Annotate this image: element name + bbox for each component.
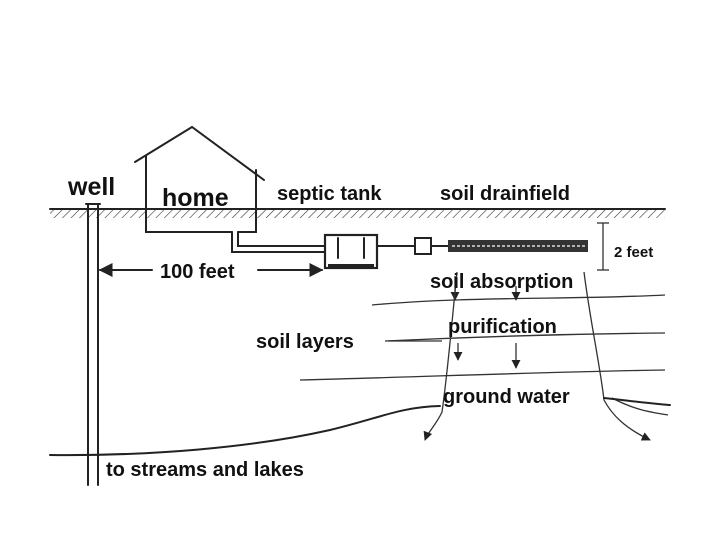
distance-label: 100 feet [160, 261, 235, 283]
drain-pipe [231, 231, 326, 253]
ground-water-table [49, 397, 671, 457]
well-pipe [85, 203, 101, 486]
septic-tank-label: septic tank [277, 183, 382, 205]
purification-label: purification [448, 316, 557, 338]
depth-dimension [597, 222, 609, 271]
distribution-box [376, 237, 449, 255]
depth-label: 2 feet [614, 244, 653, 261]
home [134, 125, 265, 233]
soil-drainfield-label: soil drainfield [440, 183, 570, 205]
streams-label: to streams and lakes [106, 459, 304, 481]
septic-tank [323, 233, 379, 270]
home-label: home [162, 184, 229, 212]
flow-arrows [423, 271, 669, 441]
ground-surface [49, 208, 666, 218]
drainfield [448, 240, 588, 252]
soil-layers-label: soil layers [256, 331, 354, 353]
soil-absorption-label: soil absorption [430, 271, 573, 293]
ground-water-label: ground water [443, 386, 570, 408]
well-label: well [67, 173, 115, 201]
